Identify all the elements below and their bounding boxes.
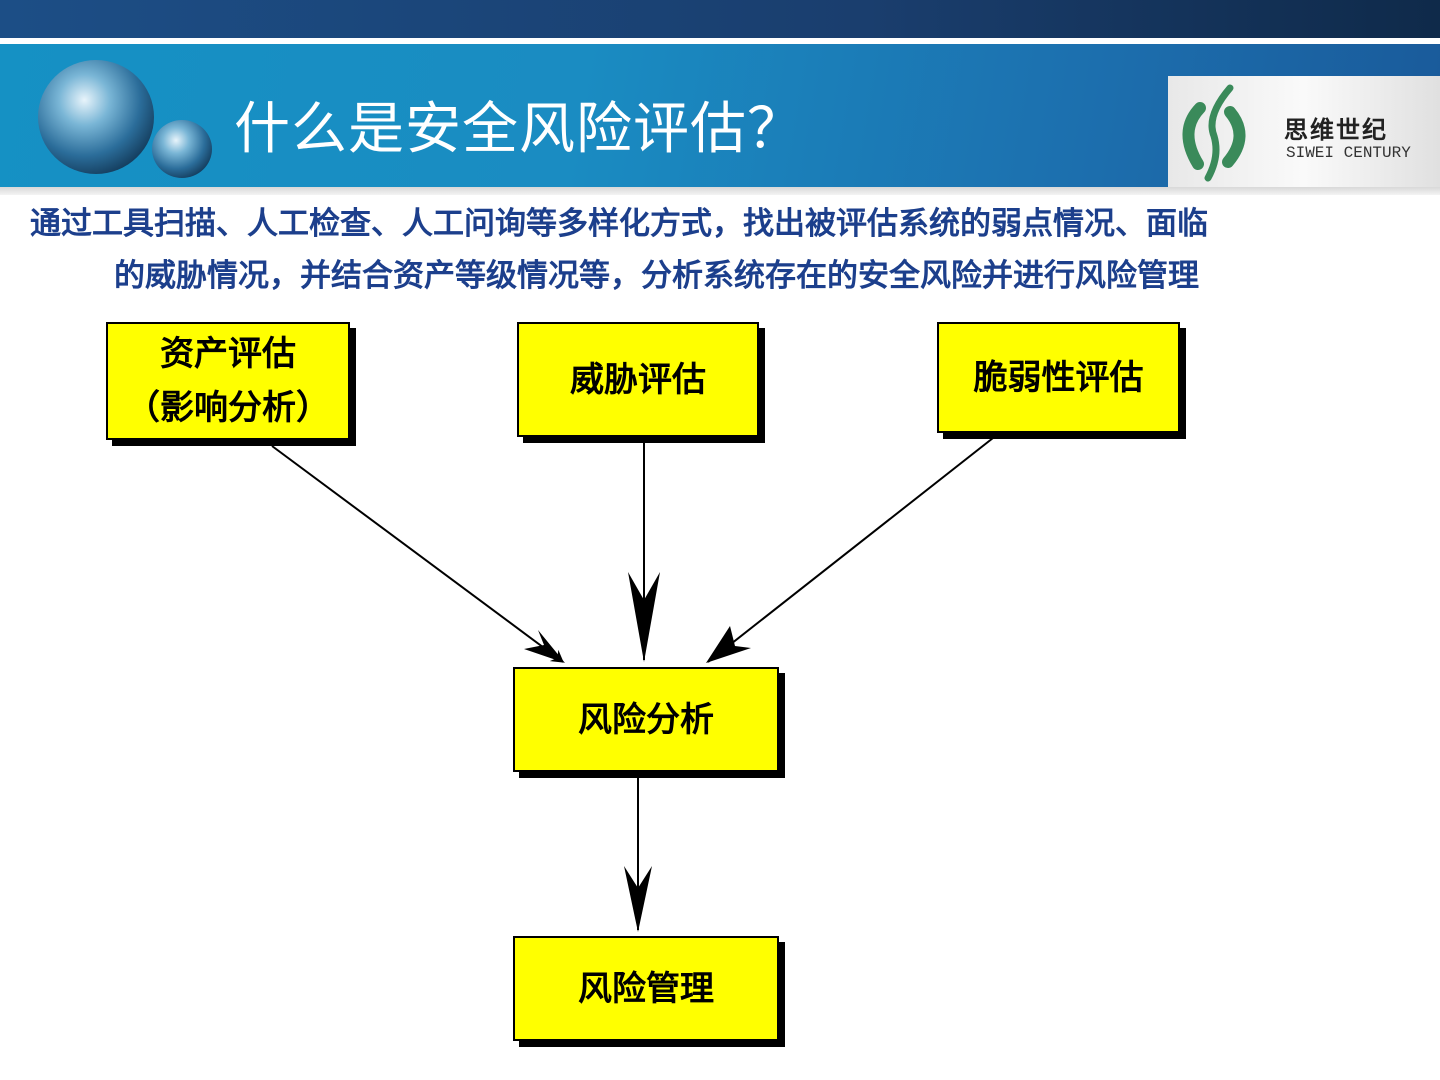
risk-management-box: 风险管理: [513, 936, 779, 1041]
description-line-2: 的威胁情况，并结合资产等级情况等，分析系统存在的安全风险并进行风险管理: [114, 258, 1199, 294]
logo-chinese-name: 思维世纪: [1284, 115, 1388, 144]
description-line-1: 通过工具扫描、人工检查、人工问询等多样化方式，找出被评估系统的弱点情况、面临: [30, 206, 1208, 242]
small-sphere-icon: [152, 120, 212, 178]
page-title: 什么是安全风险评估？: [234, 97, 804, 162]
asset-assessment-box: 资产评估 （影响分析）: [106, 322, 350, 440]
logo-english-name: SIWEI CENTURY: [1286, 144, 1411, 162]
asset-assessment-label: 资产评估: [160, 334, 296, 374]
large-sphere-icon: [38, 60, 154, 174]
risk-analysis-box: 风险分析: [513, 667, 779, 772]
impact-analysis-label: （影响分析）: [126, 388, 330, 428]
top-band: [0, 0, 1440, 38]
divider: [0, 38, 1440, 44]
arrow-vuln-to-analysis: [707, 437, 994, 663]
divider: [0, 187, 1440, 195]
company-logo: 思维世纪 SIWEI CENTURY: [1168, 76, 1440, 187]
threat-assessment-box: 威胁评估: [517, 322, 759, 437]
description: 通过工具扫描、人工检查、人工问询等多样化方式，找出被评估系统的弱点情况、面临 的…: [30, 198, 1420, 302]
arrow-asset-to-analysis: [271, 445, 564, 663]
vulnerability-assessment-box: 脆弱性评估: [937, 322, 1180, 433]
logo-mark-icon: [1182, 84, 1246, 182]
